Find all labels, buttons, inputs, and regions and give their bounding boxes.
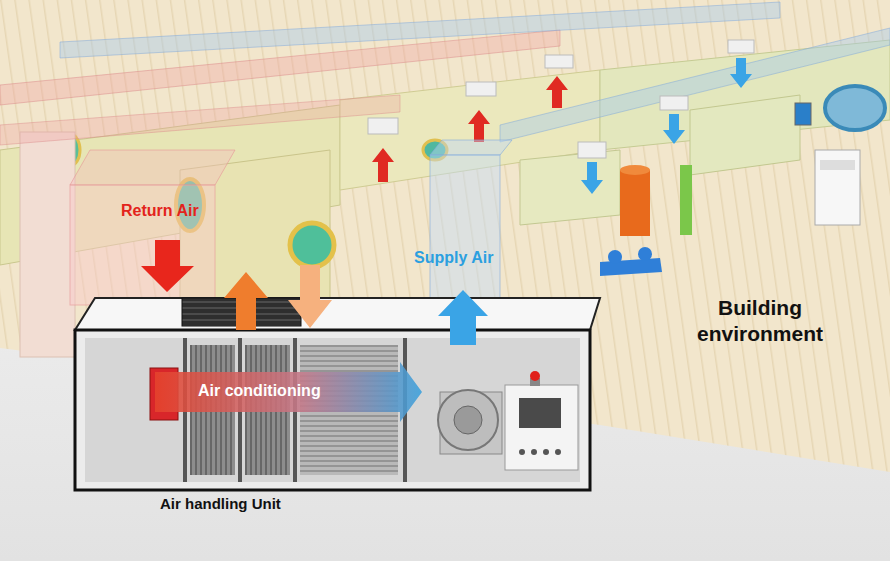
- label-anchor: Air conditioning: [198, 382, 321, 400]
- process-label: Air conditioning: [198, 382, 321, 400]
- air-handling-unit: Air handling Unit: [75, 298, 600, 520]
- flow-label: Return Air: [121, 202, 199, 220]
- region-label-box: Building environment: [655, 291, 865, 354]
- region-name: Building environment: [674, 291, 846, 348]
- flow-label: Supply Air: [414, 249, 493, 267]
- unit-name: Air handling Unit: [160, 298, 380, 514]
- label-anchor: Return Air: [121, 202, 199, 220]
- label-anchor: Supply Air: [414, 249, 493, 267]
